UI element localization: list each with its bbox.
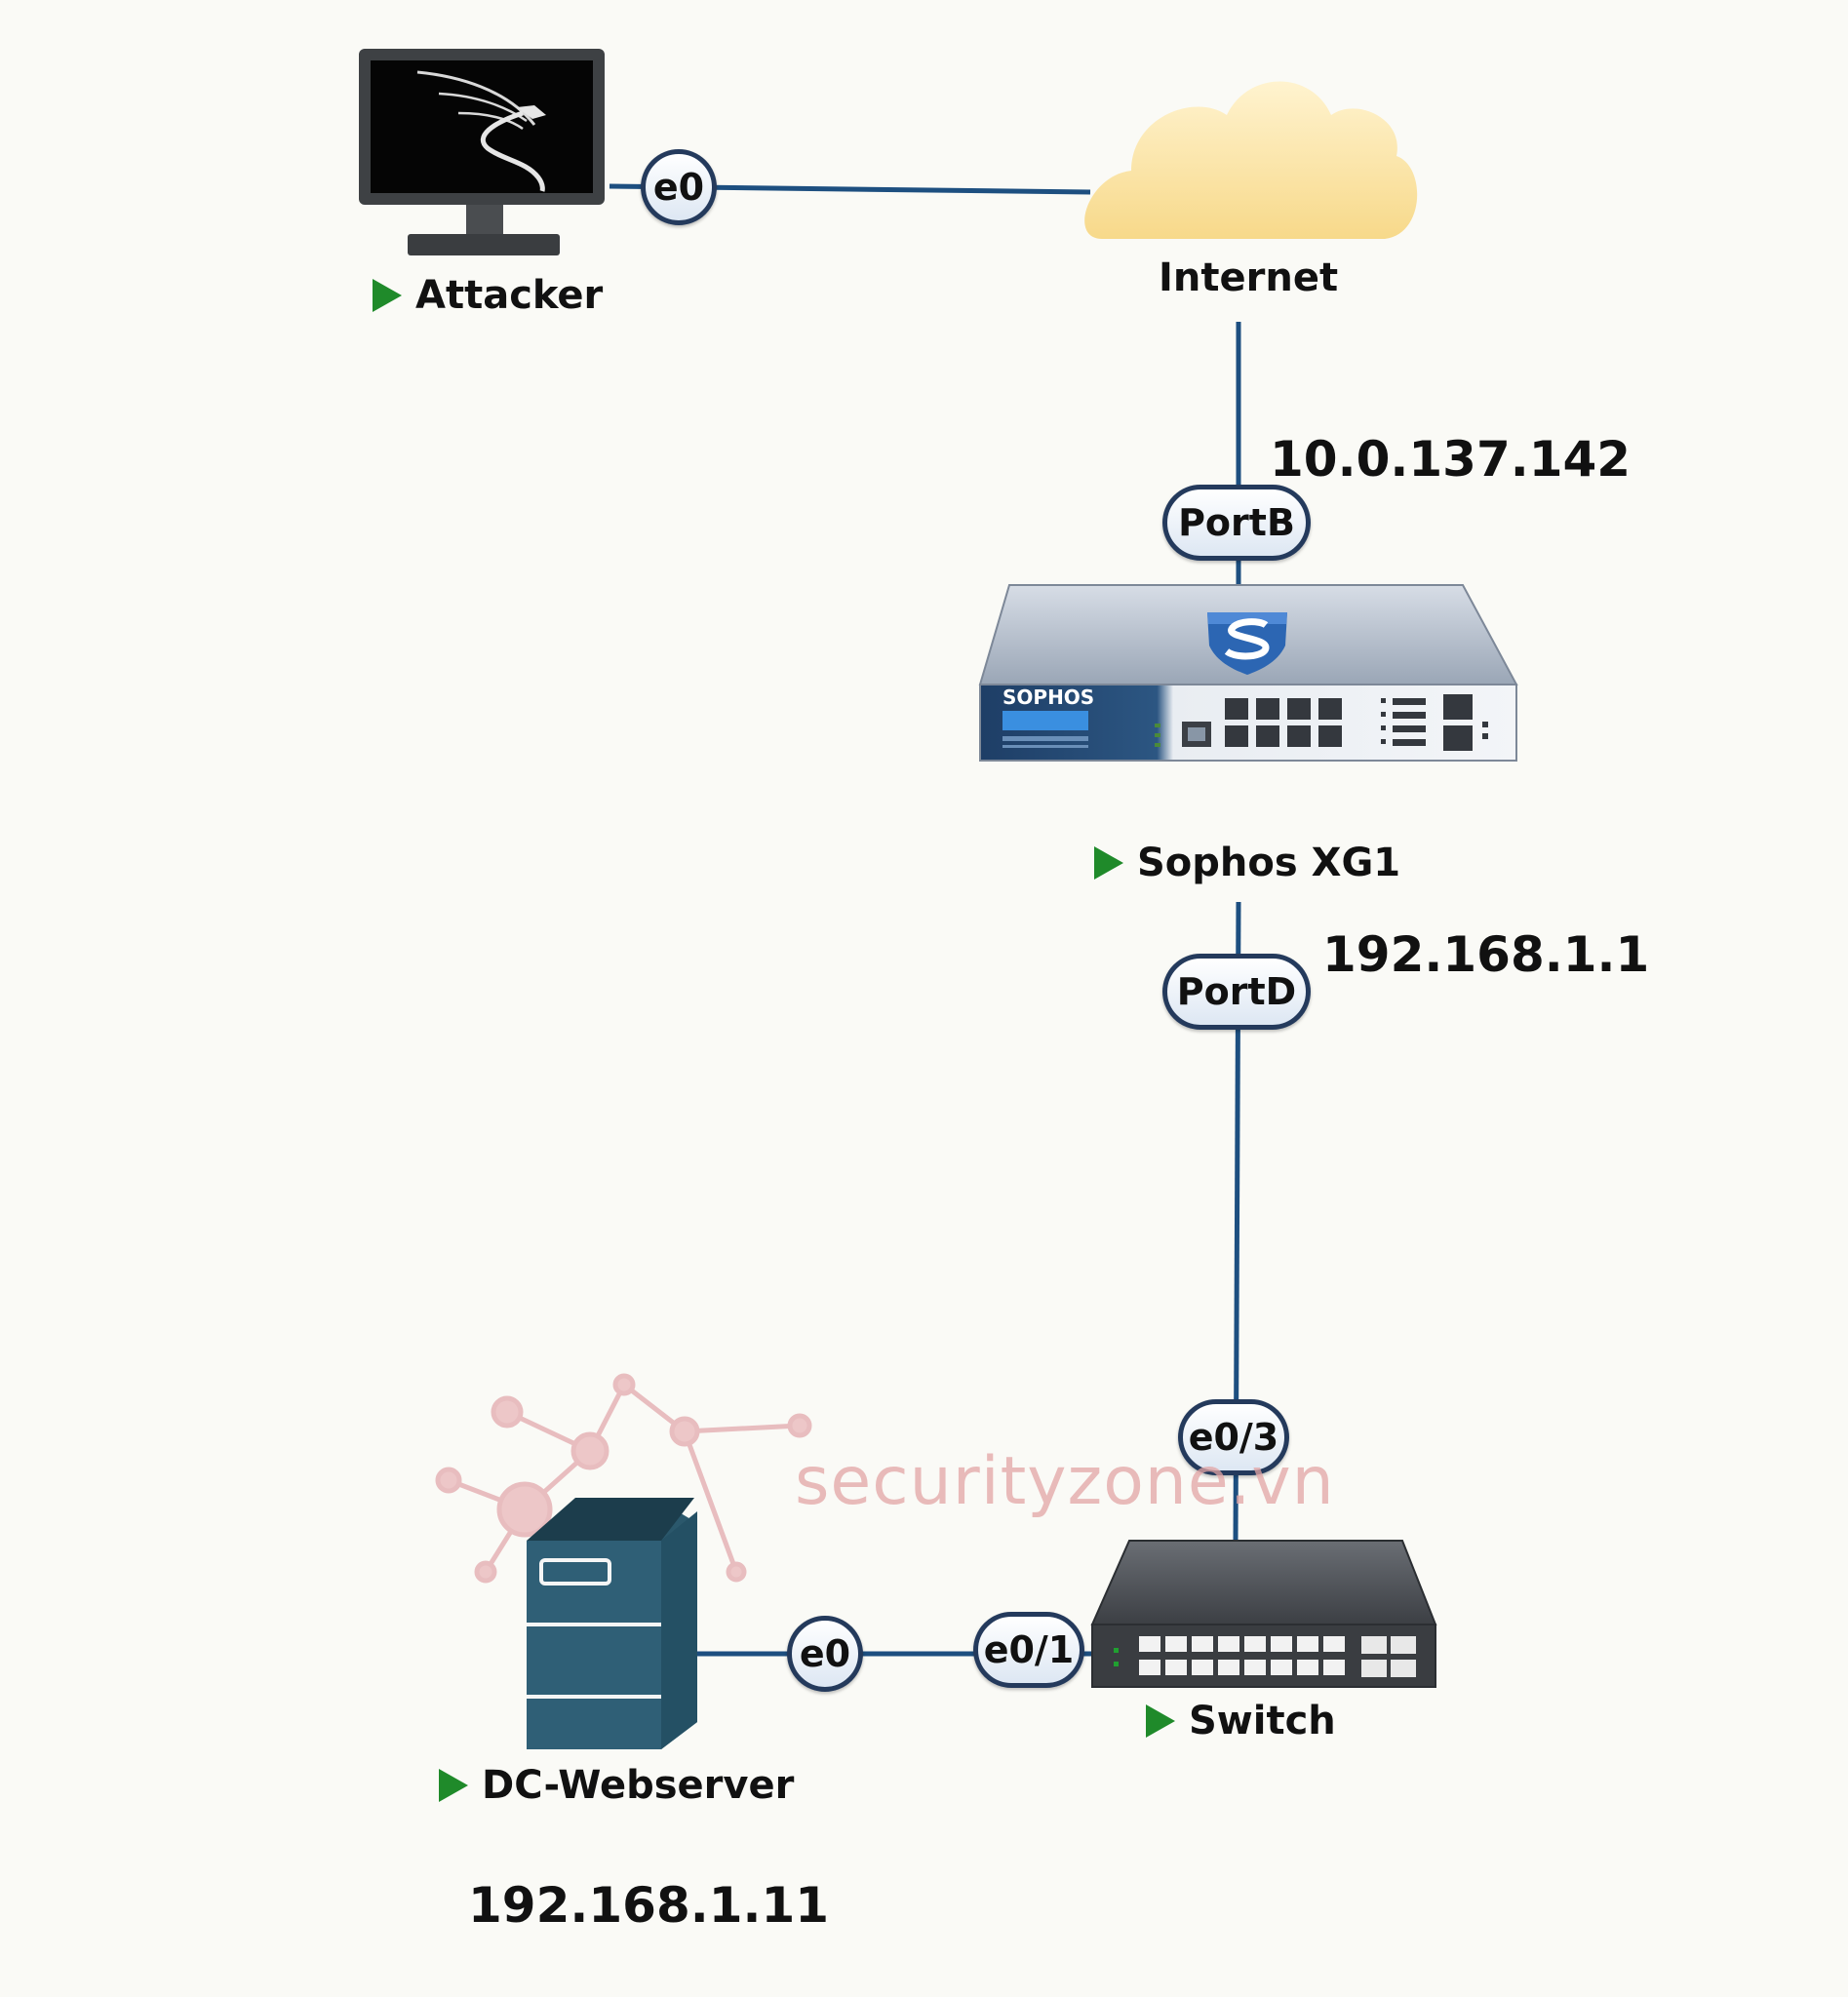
firewall-brand-text: SOPHOS	[1003, 685, 1094, 709]
ethernet-port	[1225, 725, 1248, 747]
attacker-icon	[359, 49, 605, 255]
ethernet-port	[1287, 725, 1311, 747]
server-tower-icon	[527, 1498, 697, 1749]
play-status-icon	[1146, 1704, 1175, 1738]
node-label-firewall[interactable]: Sophos XG1	[1094, 841, 1400, 885]
ethernet-port	[1165, 1660, 1187, 1675]
ethernet-port	[1139, 1636, 1160, 1652]
play-status-icon	[439, 1769, 468, 1802]
ethernet-port	[1192, 1636, 1213, 1652]
ethernet-port	[1297, 1636, 1318, 1652]
node-name-firewall: Sophos XG1	[1137, 841, 1401, 885]
interface-firewall-portd[interactable]: PortD	[1162, 954, 1311, 1030]
watermark-text: securityzone.vn	[795, 1443, 1335, 1520]
ethernet-port	[1218, 1660, 1239, 1675]
ethernet-port	[1271, 1636, 1292, 1652]
ethernet-port	[1218, 1636, 1239, 1652]
ethernet-port	[1244, 1660, 1266, 1675]
ip-lan-label: 192.168.1.1	[1322, 926, 1650, 983]
node-label-attacker[interactable]: Attacker	[373, 273, 603, 318]
ethernet-port	[1256, 725, 1279, 747]
ethernet-port	[1323, 1636, 1345, 1652]
node-label-server[interactable]: DC-Webserver	[439, 1763, 794, 1808]
links	[609, 183, 1241, 1657]
ethernet-port	[1225, 698, 1248, 720]
firewall-appliance-icon: SOPHOS	[978, 584, 1518, 762]
node-name-server: DC-Webserver	[482, 1763, 795, 1808]
ethernet-port	[1256, 698, 1279, 720]
ethernet-port	[1139, 1660, 1160, 1675]
node-label-switch[interactable]: Switch	[1146, 1699, 1336, 1743]
ethernet-port	[1297, 1660, 1318, 1675]
interface-firewall-portb[interactable]: PortB	[1162, 485, 1311, 561]
play-status-icon	[373, 279, 402, 312]
watermark-graphic	[435, 1373, 812, 1584]
play-status-icon	[1094, 846, 1123, 880]
ethernet-port	[1244, 1636, 1266, 1652]
ethernet-port	[1165, 1636, 1187, 1652]
internet-cloud-icon	[1084, 81, 1418, 239]
node-name-attacker: Attacker	[415, 273, 604, 318]
ethernet-port	[1287, 698, 1311, 720]
switch-icon	[1090, 1540, 1437, 1688]
ethernet-port	[1323, 1660, 1345, 1675]
ip-wan-label: 10.0.137.142	[1270, 431, 1632, 488]
node-name-internet: Internet	[1159, 255, 1339, 300]
interface-switch-e0-1[interactable]: e0/1	[973, 1612, 1084, 1688]
ethernet-port	[1318, 725, 1342, 747]
ethernet-port	[1192, 1660, 1213, 1675]
interface-switch-e0-3[interactable]: e0/3	[1178, 1399, 1289, 1475]
node-label-internet[interactable]: Internet	[1159, 255, 1338, 300]
interface-server-e0[interactable]: e0	[787, 1616, 863, 1692]
ethernet-port	[1271, 1660, 1292, 1675]
interface-attacker-e0[interactable]: e0	[641, 149, 717, 225]
node-name-switch: Switch	[1189, 1699, 1336, 1743]
ip-server-label: 192.168.1.11	[468, 1877, 830, 1934]
ethernet-port	[1318, 698, 1342, 720]
